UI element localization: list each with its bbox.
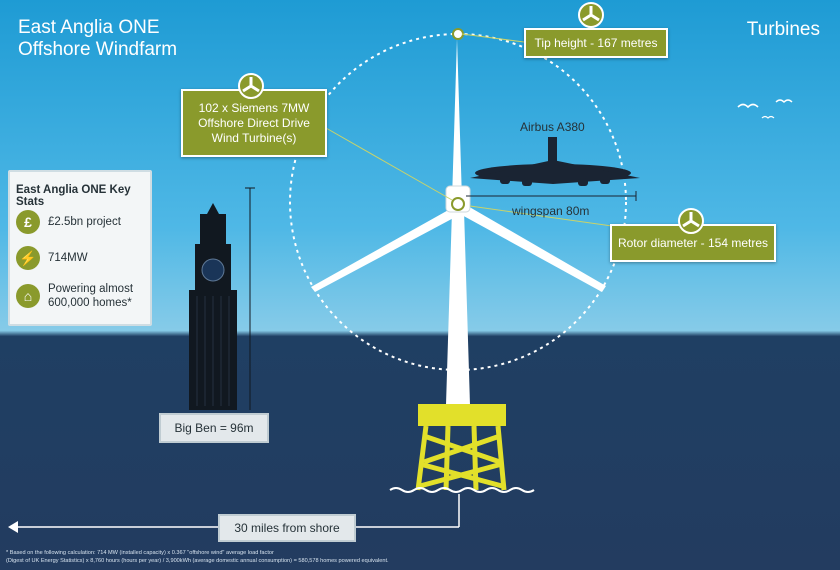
tip-marker — [452, 28, 464, 40]
tip-height-callout: Tip height - 167 metres — [524, 28, 668, 58]
stat-label: 714MW — [48, 252, 88, 264]
section-label: Turbines — [746, 19, 820, 40]
stat-label: £2.5bn project — [48, 216, 121, 228]
turbine-blade — [311, 208, 461, 292]
wingspan-label: wingspan 80m — [512, 204, 590, 218]
title-line-1: East Anglia ONE — [18, 17, 160, 38]
turbine-blade — [460, 205, 606, 292]
big-ben-label: Big Ben = 96m — [159, 413, 269, 443]
page-title: East Anglia ONE Offshore Windfarm — [18, 17, 177, 61]
turbine-hub — [451, 197, 465, 211]
airbus-silhouette — [470, 137, 640, 186]
stat-row: ⚡ 714MW — [16, 246, 88, 270]
houses-icon: ⌂ — [16, 284, 40, 308]
turbine-model-callout: 102 x Siemens 7MW Offshore Direct Drive … — [181, 89, 327, 157]
turbine-blade — [452, 38, 462, 200]
title-line-2: Offshore Windfarm — [18, 39, 178, 60]
lightning-icon: ⚡ — [16, 246, 40, 270]
bird-icon — [737, 103, 759, 109]
bird-icon — [775, 99, 793, 103]
stat-row: ⌂ Powering almost 600,000 homes* — [16, 282, 146, 310]
airbus-label: Airbus A380 — [520, 120, 585, 134]
shore-distance-label: 30 miles from shore — [218, 514, 356, 542]
bird-icon — [761, 115, 775, 119]
pound-icon: £ — [16, 210, 40, 234]
footnote: * Based on the following calculation: 71… — [6, 550, 389, 564]
turbine-tower — [446, 210, 470, 405]
key-stats-panel: East Anglia ONE Key Stats £ £2.5bn proje… — [8, 170, 152, 326]
turbine-icon — [678, 208, 704, 239]
turbine-icon — [238, 73, 264, 104]
stat-label: Powering almost 600,000 homes* — [48, 283, 134, 309]
arrow-left-icon — [8, 521, 18, 533]
big-ben-silhouette — [189, 203, 237, 410]
turbine-icon — [578, 2, 604, 33]
key-stats-heading: East Anglia ONE Key Stats — [16, 184, 131, 208]
waves — [389, 487, 535, 493]
jacket-foundation — [415, 404, 507, 491]
stat-row: £ £2.5bn project — [16, 210, 121, 234]
